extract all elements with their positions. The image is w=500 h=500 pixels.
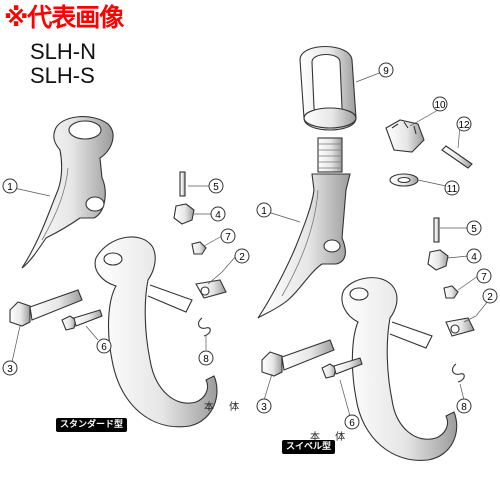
right-part-7-small-nut <box>443 285 459 299</box>
right-callout-11: 11 <box>444 180 460 196</box>
svg-text:5: 5 <box>213 182 219 193</box>
right-part-2-hinge <box>445 317 475 337</box>
left-part-1-latch-arm <box>21 116 114 269</box>
right-callout-2: 2 <box>482 288 498 304</box>
representative-image-banner: ※代表画像 <box>4 3 124 32</box>
svg-text:7: 7 <box>481 272 487 283</box>
left-body-label: 本 体 <box>204 402 246 413</box>
left-callout-7: 7 <box>220 228 236 244</box>
svg-text:1: 1 <box>7 182 13 193</box>
svg-text:5: 5 <box>471 224 477 235</box>
right-callout-10: 10 <box>432 96 448 112</box>
right-part-1-latch-arm <box>257 173 351 319</box>
left-part-7-small-nut <box>191 241 207 255</box>
right-part-12-split-pin <box>441 145 473 169</box>
svg-text:1: 1 <box>261 206 267 217</box>
right-callout-7: 7 <box>476 268 492 284</box>
standard-type-drawing <box>9 116 227 428</box>
left-callout-1: 1 <box>2 178 18 194</box>
right-part-9-eye-ring <box>299 45 357 131</box>
svg-text:12: 12 <box>458 120 470 131</box>
svg-text:6: 6 <box>101 342 107 353</box>
right-part-6-screw <box>321 357 363 379</box>
right-callout-8: 8 <box>456 398 472 414</box>
right-callout-4: 4 <box>466 248 482 264</box>
right-callout-12: 12 <box>456 116 472 132</box>
right-callout-9: 9 <box>378 62 394 78</box>
left-callout-4: 4 <box>210 206 226 222</box>
right-callout-5: 5 <box>466 220 482 236</box>
right-body-label: 本 体 <box>310 432 352 443</box>
left-callout-2: 2 <box>234 248 250 264</box>
left-callout-3: 3 <box>2 360 18 376</box>
swivel-type-drawing <box>257 45 475 461</box>
svg-text:7: 7 <box>225 232 231 243</box>
right-part-3-bolt <box>261 339 335 377</box>
svg-text:11: 11 <box>447 184 458 195</box>
callouts: 1 5 4 7 2 3 6 8 1 9 10 12 11 5 4 7 2 3 6… <box>2 62 498 430</box>
right-part-11-washer <box>389 173 419 187</box>
right-callout-1: 1 <box>256 202 272 218</box>
right-part-5-pin <box>433 217 440 243</box>
svg-text:3: 3 <box>7 364 13 375</box>
left-part-4-nut <box>173 203 195 225</box>
svg-text:9: 9 <box>383 66 389 77</box>
right-part-10-castle-nut <box>385 119 425 153</box>
model-name-2: SLH-S <box>30 63 95 88</box>
right-part-4-nut <box>427 249 449 271</box>
right-callout-3: 3 <box>256 398 272 414</box>
left-part-5-pin <box>179 171 186 197</box>
swivel-type-caption: スイベル型 <box>282 440 336 454</box>
left-part-8-spring <box>197 317 211 337</box>
svg-text:3: 3 <box>261 402 267 413</box>
svg-text:6: 6 <box>349 418 355 429</box>
svg-text:4: 4 <box>471 252 477 263</box>
svg-text:2: 2 <box>239 252 245 263</box>
svg-text:2: 2 <box>487 292 493 303</box>
model-name-1: SLH-N <box>30 39 97 64</box>
left-part-6-screw <box>61 309 103 331</box>
left-callout-5: 5 <box>208 178 224 194</box>
svg-text:8: 8 <box>461 402 467 413</box>
left-callout-8: 8 <box>198 350 214 366</box>
right-part-8-spring <box>451 363 465 383</box>
left-part-3-bolt <box>9 289 83 327</box>
right-hook-body <box>341 277 458 461</box>
left-callout-6: 6 <box>96 338 112 354</box>
svg-text:8: 8 <box>203 354 209 365</box>
standard-type-caption: スタンダード型 <box>56 418 128 432</box>
svg-text:4: 4 <box>215 210 221 221</box>
right-threaded-stem <box>317 137 343 173</box>
right-callout-6: 6 <box>344 414 360 430</box>
left-hook-body <box>94 236 218 428</box>
left-part-2-hinge <box>195 279 227 299</box>
svg-text:10: 10 <box>434 100 446 111</box>
